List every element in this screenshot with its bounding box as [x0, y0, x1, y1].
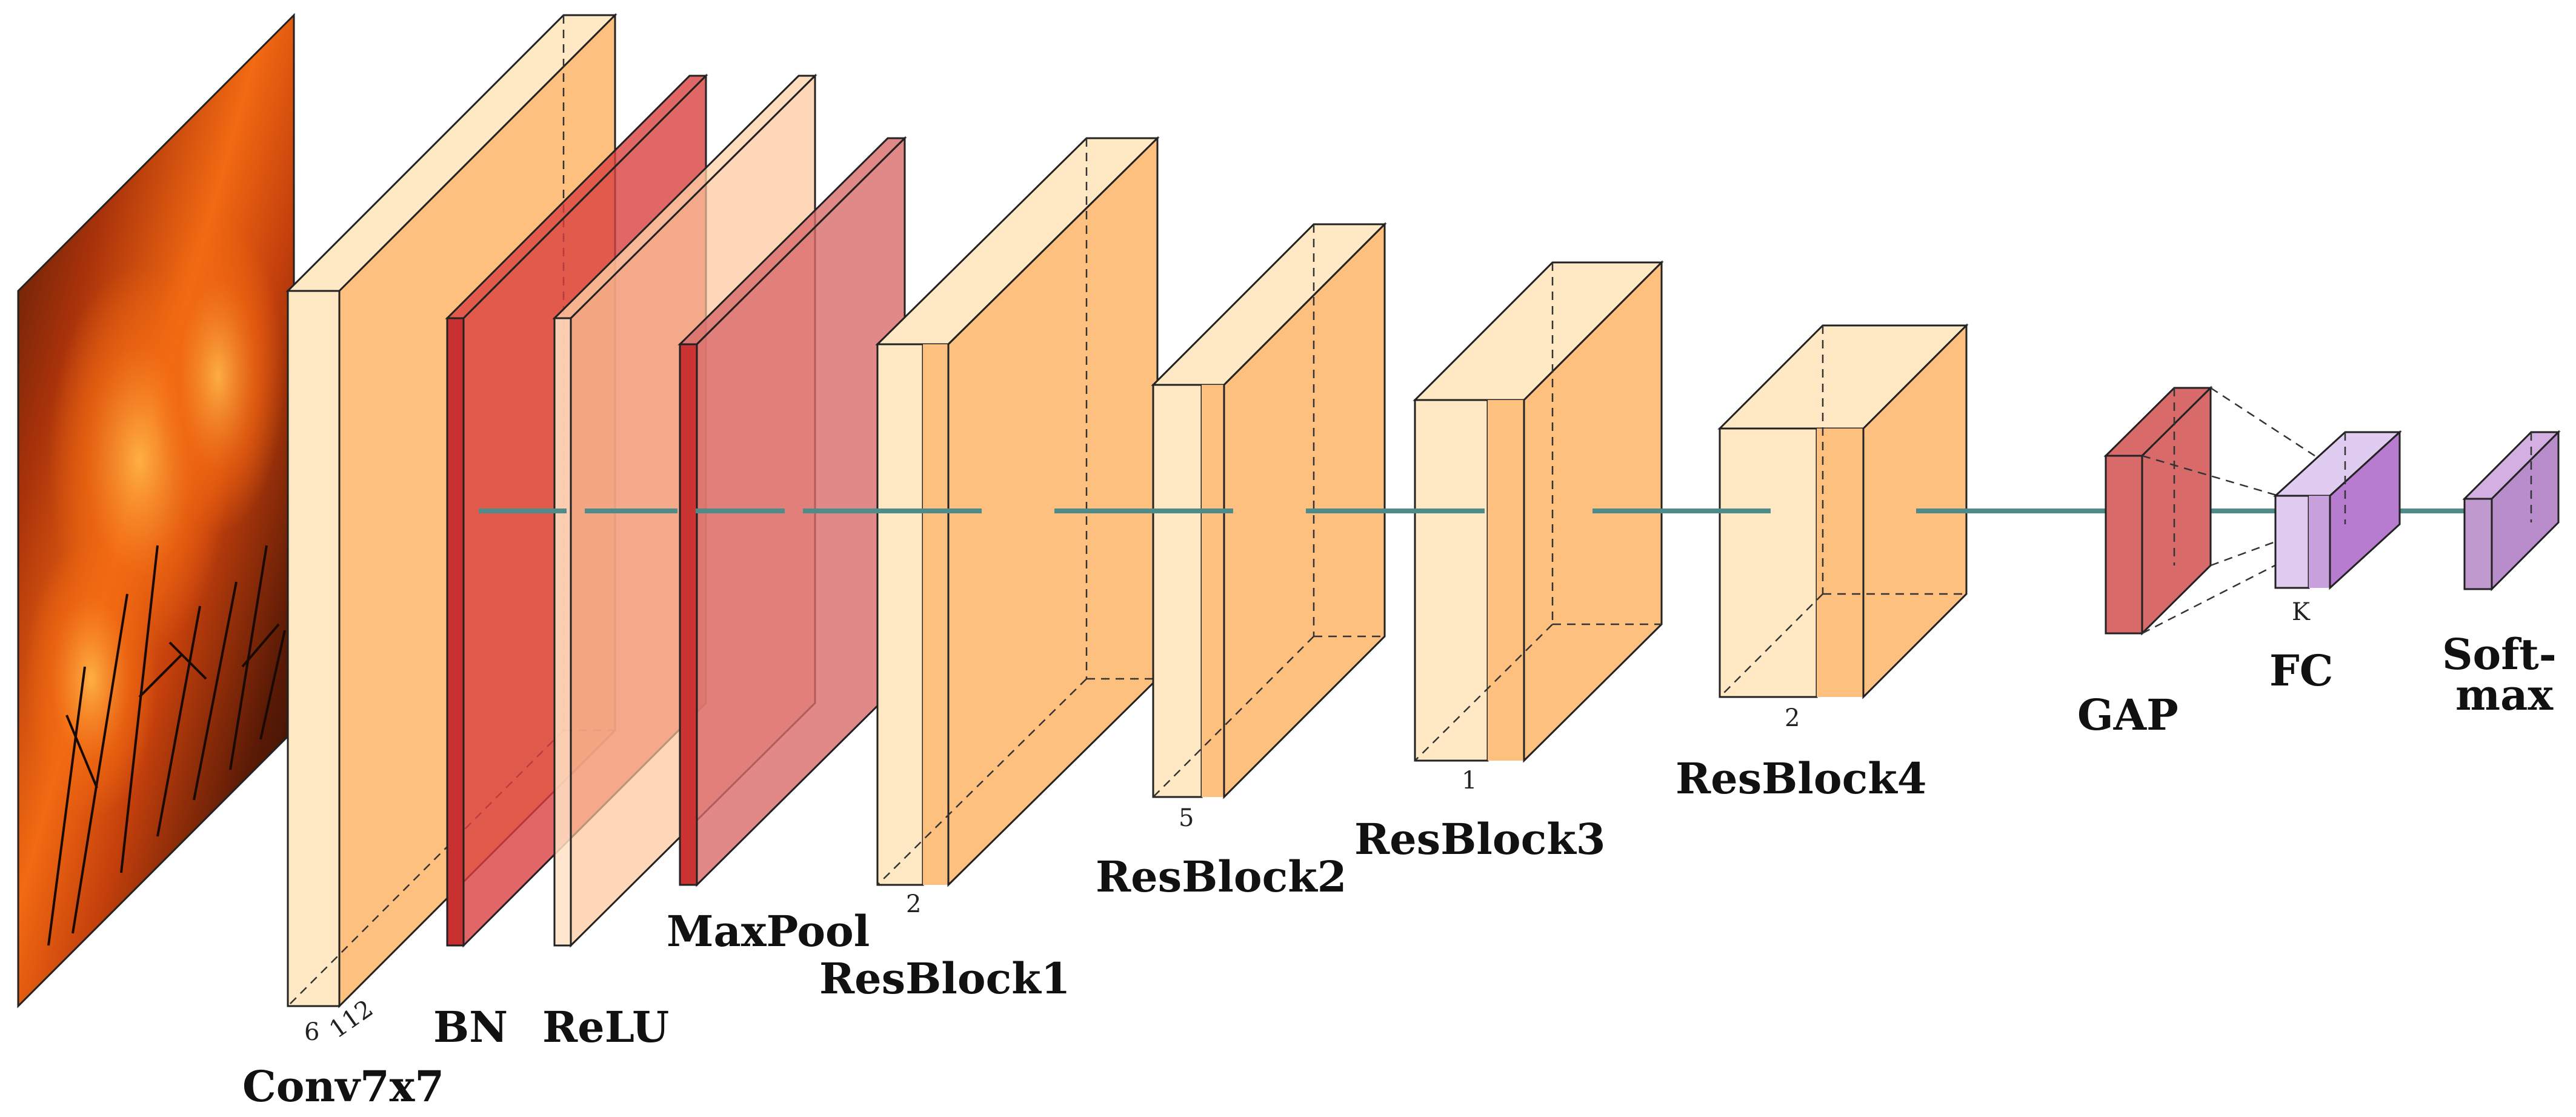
- input-image: [17, 13, 295, 1009]
- label-bn: BN: [433, 1002, 508, 1052]
- label-softmax-line1: Soft-: [2442, 629, 2557, 679]
- conv-dim-depth: 6: [304, 1018, 320, 1046]
- label-maxpool: MaxPool: [667, 906, 870, 956]
- resblock2-block: [1151, 222, 1387, 799]
- label-resblock2: ResBlock2: [1096, 852, 1347, 902]
- flame-shape: [151, 218, 285, 533]
- fc-block: [2273, 430, 2402, 590]
- label-gap: GAP: [2077, 690, 2178, 740]
- fc-dim: K: [2292, 598, 2310, 626]
- label-resblock3: ResBlock3: [1354, 814, 1606, 864]
- resblock1-dim: 2: [906, 890, 922, 918]
- gap-block: [2103, 385, 2213, 636]
- resblock3-dim: 1: [1462, 767, 1477, 795]
- vegetation-silhouette: [47, 545, 286, 946]
- label-fc: FC: [2269, 645, 2334, 696]
- label-resblock4: ResBlock4: [1676, 753, 1927, 804]
- resblock2-dim: 5: [1179, 804, 1194, 832]
- softmax-block: [2462, 430, 2561, 592]
- resblock4-dim: 2: [1785, 704, 1800, 732]
- maxpool-block: [677, 136, 907, 887]
- label-relu: ReLU: [542, 1002, 670, 1052]
- resblock1-block: [875, 136, 1160, 887]
- label-softmax-line2: max: [2455, 670, 2554, 720]
- resblock4-block: [1717, 323, 1969, 699]
- label-conv7x7: Conv7x7: [242, 1061, 445, 1112]
- label-resblock1: ResBlock1: [819, 953, 1071, 1004]
- resblock3-block: [1413, 260, 1664, 763]
